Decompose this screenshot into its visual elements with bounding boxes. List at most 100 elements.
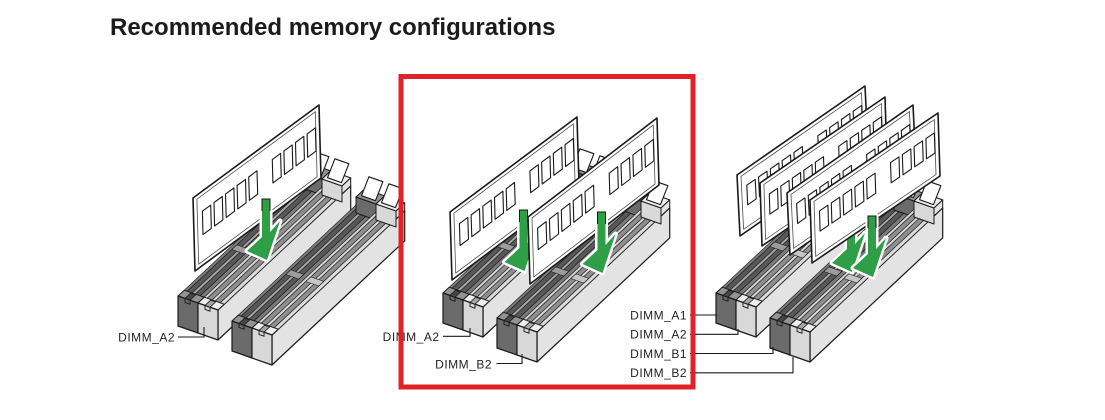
slot-callouts: DIMM_A2 DIMM_B2 xyxy=(383,328,523,371)
latch-notch xyxy=(523,321,535,330)
memory-chip xyxy=(470,208,481,238)
latch-notch-edge xyxy=(238,323,245,330)
front-latch-face xyxy=(251,327,273,366)
latch-notch-edge xyxy=(469,302,476,309)
memory-chip xyxy=(458,216,470,247)
memory-chip xyxy=(842,188,853,216)
illustration-one-module xyxy=(177,104,406,366)
memory-modules xyxy=(192,104,322,272)
memory-chip xyxy=(796,197,807,224)
latch-notch xyxy=(796,321,808,330)
illustration-two-modules xyxy=(442,116,671,363)
configuration-four-modules: DIMM_A1 DIMM_A2 DIMM_B1 DIMM_B2 xyxy=(630,85,944,380)
slot-callouts: DIMM_A2 xyxy=(118,327,205,345)
memory-module-a2 xyxy=(449,116,580,281)
front-latch-face xyxy=(735,299,757,338)
slot-key xyxy=(305,276,325,287)
arrow-stem-edge xyxy=(261,198,271,211)
memory-chip xyxy=(608,166,619,196)
latch-notch-edge xyxy=(184,298,191,305)
memory-chip xyxy=(572,193,583,223)
latch-notch xyxy=(184,292,197,301)
memory-chip xyxy=(768,187,779,215)
memory-module-b2 xyxy=(527,117,660,285)
latch-notch xyxy=(722,289,734,298)
memory-chip xyxy=(541,155,552,185)
page-title: Recommended memory configurations xyxy=(110,14,555,41)
front-latch-face xyxy=(462,299,484,338)
memory-chip xyxy=(493,190,505,220)
slot-label-dimm-b2: DIMM_B2 xyxy=(630,366,687,380)
front-latch-face xyxy=(197,302,219,341)
slot-label-dimm-b2: DIMM_B2 xyxy=(435,357,492,371)
slot-label-dimm-a2: DIMM_A2 xyxy=(383,330,440,344)
memory-module-b2 xyxy=(809,112,941,264)
arrow-stem-edge xyxy=(867,215,877,228)
dimm-slot-b2 xyxy=(251,183,406,366)
memory-chip xyxy=(213,195,224,227)
callout-line-dimm-b2 xyxy=(496,354,523,365)
memory-chip xyxy=(644,138,655,168)
front-latch-face xyxy=(516,324,538,363)
slot-label-dimm-a2: DIMM_A2 xyxy=(118,331,175,345)
memory-chip xyxy=(889,156,901,184)
latch-notch xyxy=(742,296,754,305)
back-latch-side xyxy=(341,177,352,195)
back-latch-side xyxy=(660,199,671,217)
memory-chip xyxy=(620,157,631,187)
insert-arrow-icon xyxy=(244,196,283,263)
module-board-outline xyxy=(813,118,937,258)
memory-chip xyxy=(913,140,924,168)
illustration-four-modules xyxy=(715,85,944,363)
memory-chip xyxy=(746,178,757,206)
callout-line-dimm-a2 xyxy=(178,327,205,338)
slot-label-dimm-a1: DIMM_A1 xyxy=(630,309,687,323)
front-latch-face xyxy=(496,317,518,356)
dimm-slot-pair-channel-b xyxy=(231,176,406,366)
latch-notch-edge xyxy=(449,295,456,302)
memory-chip xyxy=(925,132,936,160)
memory-chip xyxy=(271,152,282,184)
front-latch-face xyxy=(177,295,199,334)
memory-chip xyxy=(283,144,294,175)
arrow-stem-edge xyxy=(519,209,528,222)
memory-chip xyxy=(248,170,259,201)
insert-arrow-icon xyxy=(580,209,618,276)
retention-clip-open xyxy=(326,158,350,184)
latch-notch-edge xyxy=(204,305,211,312)
memory-chip xyxy=(306,127,317,158)
slot-callouts: DIMM_A1 DIMM_A2 DIMM_B1 DIMM_B2 xyxy=(630,309,794,380)
latch-notch xyxy=(449,289,462,298)
latch-notch xyxy=(776,314,788,323)
latch-notch-edge xyxy=(796,327,803,334)
dimm-slot-b1 xyxy=(231,176,386,359)
memory-chip xyxy=(584,184,595,214)
latch-notch xyxy=(258,324,271,333)
module-board-outline xyxy=(531,124,656,278)
slot-key xyxy=(570,273,590,284)
arrow-stem-edge xyxy=(597,211,606,224)
callout-line-dimm-a2 xyxy=(690,329,739,335)
memory-chip xyxy=(236,178,247,210)
slot-key xyxy=(285,269,305,280)
latch-notch xyxy=(469,296,482,305)
memory-chip xyxy=(224,187,236,218)
latch-notch-edge xyxy=(258,330,265,337)
latch-notch-edge xyxy=(776,320,783,327)
slot-key xyxy=(843,273,863,284)
latch-notch xyxy=(204,299,217,308)
slot-key xyxy=(769,241,789,252)
memory-module-a2 xyxy=(192,104,322,272)
insert-arrow-icon xyxy=(850,213,889,280)
memory-chip xyxy=(830,196,841,224)
back-latch-side xyxy=(933,199,944,217)
latch-notch-edge xyxy=(722,295,729,302)
front-latch-face xyxy=(231,320,253,359)
memory-chip xyxy=(818,204,830,232)
slot-key xyxy=(550,266,570,277)
memory-chip xyxy=(537,221,548,251)
front-latch-face xyxy=(442,292,464,331)
latch-notch xyxy=(503,314,515,323)
memory-chip xyxy=(632,147,643,177)
memory-modules xyxy=(449,116,660,285)
